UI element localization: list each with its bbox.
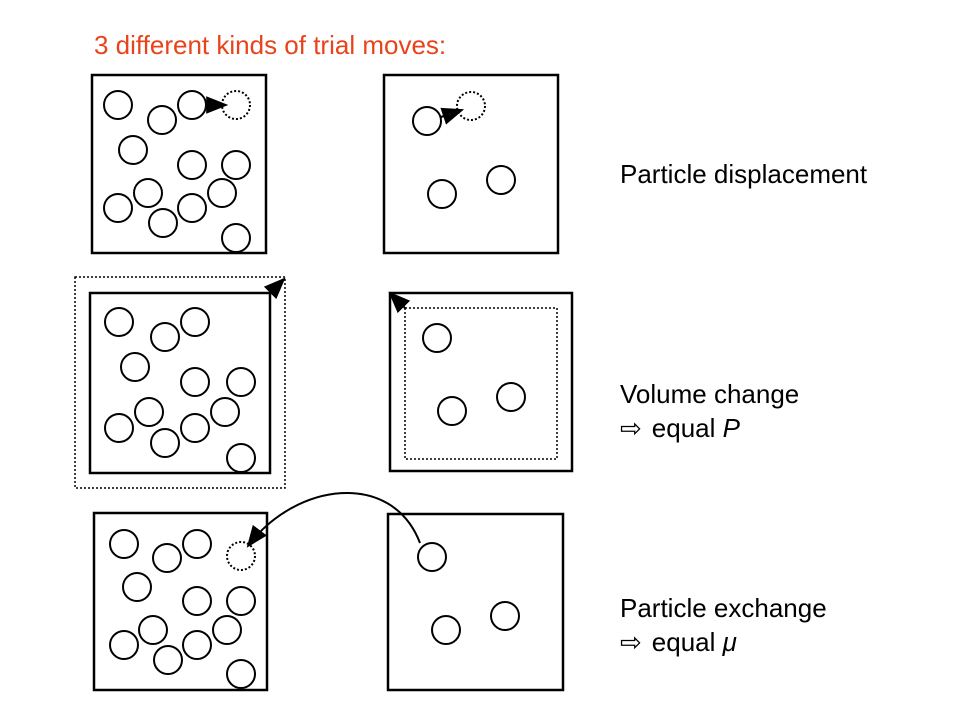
row-volume [74,276,574,489]
expanded-volume-outline [74,276,286,489]
label-volume: Volume change ⇨ equal P [620,377,799,445]
implies-arrow-icon: ⇨ [620,627,642,657]
row-exchange [92,492,565,692]
box-left-volume [88,291,272,475]
label-exchange-note: ⇨ equal μ [620,625,827,659]
box-right-exchange [386,512,565,692]
box-left-exchange [92,511,269,692]
expand-arrow [263,277,286,300]
slide-title: 3 different kinds of trial moves: [94,30,447,60]
exchange-arrow [246,492,421,548]
label-exchange-text: Particle exchange [620,593,827,623]
particles-right-displacement [412,106,516,209]
box-left-displacement [90,73,268,255]
implies-arrow-icon: ⇨ [620,413,642,443]
chemical-potential-symbol: μ [722,627,737,657]
label-displacement: Particle displacement [620,157,867,191]
label-volume-note-text: equal [651,413,723,443]
box-right-volume [388,291,574,473]
particles-right-volume [422,323,526,426]
box-right-displacement [382,73,560,255]
compressed-volume-outline [404,307,558,460]
pressure-symbol: P [722,413,740,443]
label-displacement-text: Particle displacement [620,159,868,189]
label-volume-text: Volume change [620,379,800,409]
particles-right-exchange [417,542,520,645]
trial-position-left-displacement [221,90,251,120]
row-displacement [90,73,560,255]
particles-left-volume [104,307,256,473]
particles-left-displacement [103,90,251,253]
compress-arrow [388,291,411,314]
label-exchange: Particle exchange ⇨ equal μ [620,591,827,659]
particles-left-exchange [109,529,256,689]
displacement-arrow-right [440,107,465,125]
trial-position-exchange [226,541,256,571]
label-exchange-note-text: equal [651,627,723,657]
trial-position-right-displacement [456,91,486,121]
label-volume-note: ⇨ equal P [620,411,799,445]
